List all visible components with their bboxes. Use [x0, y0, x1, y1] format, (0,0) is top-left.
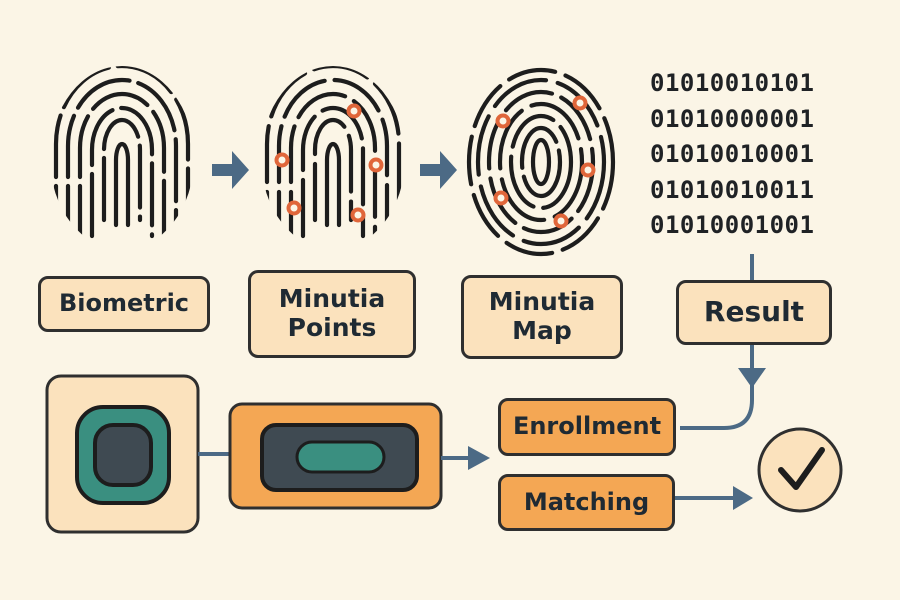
- minutia-map-line2: Map: [512, 316, 572, 345]
- minutia-marker: [346, 103, 362, 119]
- fingerprint-scanner-icon: [45, 374, 200, 534]
- result-label-text: Result: [703, 295, 805, 329]
- minutia-marker: [286, 200, 302, 216]
- minutia-points-line2: Points: [287, 313, 377, 342]
- arrow-right-icon: [420, 151, 457, 189]
- checkmark-icon: [757, 427, 843, 513]
- minutia-marker: [495, 113, 511, 129]
- minutia-marker: [493, 190, 509, 206]
- minutia-marker: [580, 162, 596, 178]
- fingerprint-icon: [50, 66, 194, 250]
- minutia-markers: [493, 95, 596, 229]
- matching-label: Matching: [498, 474, 675, 531]
- arrow-right-icon: [733, 486, 753, 510]
- result-label: Result: [676, 280, 832, 345]
- matching-label-text: Matching: [523, 487, 650, 516]
- minutia-marker: [368, 157, 384, 173]
- template-card-icon: [228, 402, 443, 510]
- enrollment-label-text: Enrollment: [512, 412, 662, 441]
- binary-line: 01010010011: [650, 175, 815, 204]
- arrow-right-icon: [212, 151, 249, 189]
- fingerprint-icon: [261, 66, 405, 250]
- binary-line: 01010000001: [650, 104, 815, 133]
- minutia-marker: [572, 95, 588, 111]
- connector-line: [680, 345, 754, 430]
- minutia-map-line1: Minutia: [488, 287, 596, 317]
- minutia-marker: [350, 207, 366, 223]
- minutia-markers: [274, 103, 384, 223]
- minutia-map-label: Minutia Map: [461, 275, 623, 359]
- minutia-points-line1: Minutia: [278, 284, 386, 314]
- minutia-points-label: Minutia Points: [248, 270, 416, 358]
- binary-line: 01010010001: [650, 140, 815, 168]
- binary-line: 01010010101: [650, 69, 815, 97]
- binary-template-readout: 01010010101 01010000001 01010010001 0101…: [650, 66, 860, 244]
- fingerprint-icon: [466, 67, 616, 257]
- enrollment-label: Enrollment: [498, 398, 676, 456]
- minutia-marker: [274, 152, 290, 168]
- biometric-label-text: Biometric: [58, 289, 190, 318]
- biometric-label: Biometric: [38, 276, 210, 332]
- binary-line: 01010001001: [650, 211, 815, 239]
- arrow-down-icon: [738, 368, 766, 388]
- minutia-marker: [553, 213, 569, 229]
- arrow-right-icon: [468, 446, 490, 470]
